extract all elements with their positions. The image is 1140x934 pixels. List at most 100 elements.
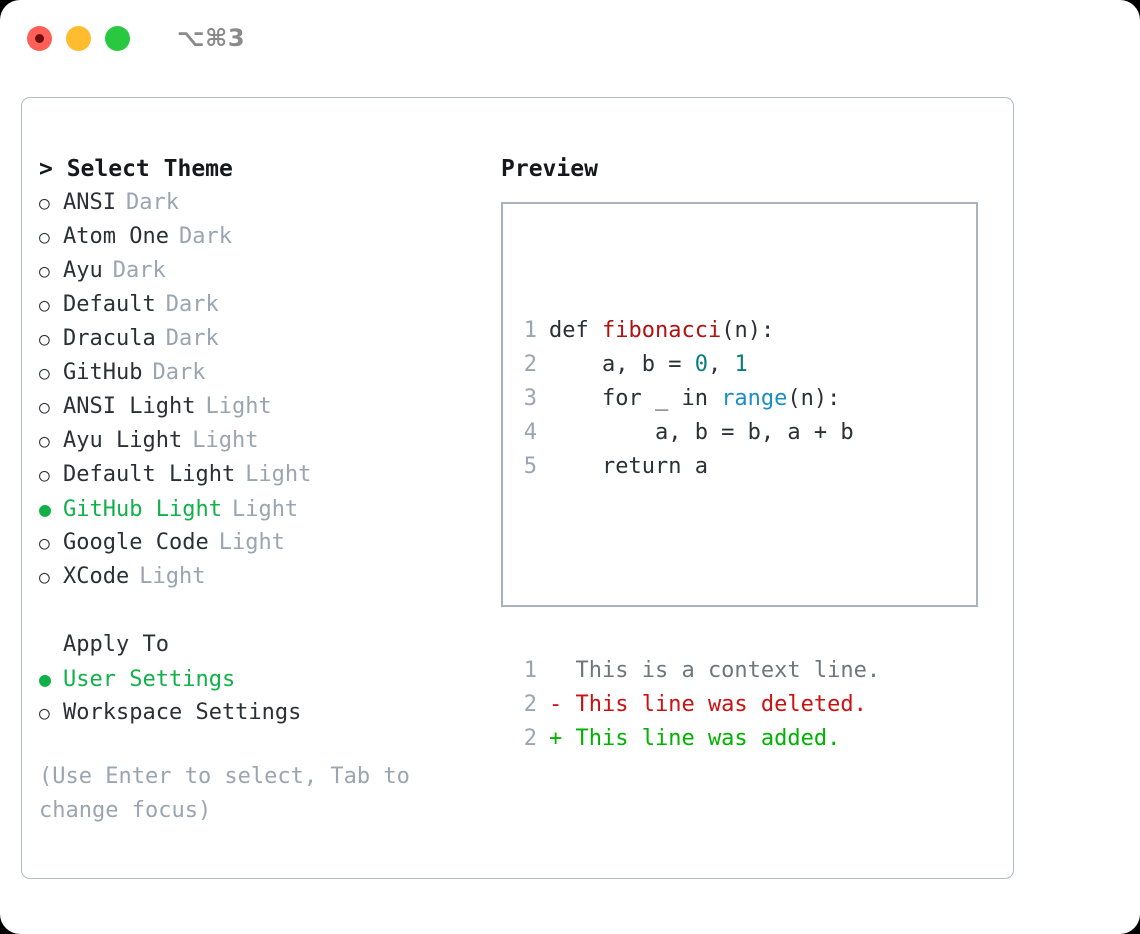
theme-variant-tag: Light [245,462,312,487]
code-token: (n): [721,318,775,343]
option-label: GitHub Light [63,497,222,522]
keyboard-shortcut-label: ⌥⌘3 [177,24,246,52]
theme-option-row[interactable]: ○ Atom One Dark [39,220,499,254]
keyboard-hint-text: (Use Enter to select, Tab to change focu… [39,764,424,823]
theme-variant-tag: Dark [165,292,219,317]
code-diff-spacer [515,552,970,586]
line-content: + This line was added. [549,722,840,756]
code-token: a, b = [549,352,695,377]
theme-variant-tag: Light [139,564,206,589]
theme-option-row[interactable]: ○ Default Light Light [39,458,499,492]
option-label: ANSI Light [63,394,196,419]
option-label: Ayu [63,258,103,283]
theme-option-row[interactable]: ○ Ayu Light Light [39,424,499,458]
radio-unselected-icon: ○ [39,193,50,214]
radio-unselected-icon: ○ [39,295,50,316]
code-token: + This line was added. [549,726,841,751]
radio-unselected-icon: ○ [39,703,50,724]
line-number: 4 [523,420,537,445]
option-label: GitHub [63,360,143,385]
radio-unselected-icon: ○ [39,567,50,588]
theme-variant-tag: Light [231,497,299,522]
option-label: Default Light [63,462,236,487]
line-number: 2 [523,692,537,717]
theme-option-row[interactable]: ● GitHub Light Light [39,492,499,526]
radio-unselected-icon: ○ [39,465,50,486]
code-line: 5 return a [515,450,970,484]
radio-unselected-icon: ○ [39,533,50,554]
option-label: Ayu Light [63,428,183,453]
page-title: > Select Theme [39,156,233,182]
code-token: range [721,386,788,411]
option-label: User Settings [63,667,236,692]
apply-to-title: Apply To [63,632,169,657]
diff-line: 2 - This line was deleted. [515,688,970,722]
option-label: Google Code [63,530,209,555]
option-label: Atom One [63,224,169,249]
option-label: XCode [63,564,130,589]
line-content: a, b = 0, 1 [549,348,748,382]
diff-line: 1 This is a context line. [515,654,970,688]
radio-selected-icon: ● [39,667,52,691]
radio-unselected-icon: ○ [39,397,50,418]
code-token: 1 [734,352,748,377]
line-content: - This line was deleted. [549,688,867,722]
line-number: 5 [523,454,537,479]
line-content: for _ in range(n): [549,382,840,416]
code-token: , [707,352,735,377]
theme-variant-tag: Light [205,394,272,419]
theme-option-row[interactable]: ○ Google Code Light [39,526,499,560]
theme-variant-tag: Light [218,530,285,555]
option-label: ANSI [63,190,116,215]
theme-option-row[interactable]: ○ Ayu Dark [39,254,499,288]
theme-option-row[interactable]: ○ XCode Light [39,560,499,594]
theme-option-row[interactable]: ○ ANSI Light Light [39,390,499,424]
theme-variant-tag: Dark [152,360,206,385]
preview-title: Preview [501,156,598,182]
theme-variant-tag: Dark [178,224,232,249]
diff-line: 2 + This line was added. [515,722,970,756]
line-content: def fibonacci(n): [549,314,774,348]
radio-unselected-icon: ○ [39,431,50,452]
theme-variant-tag: Light [192,428,259,453]
option-label: Dracula [63,326,156,351]
code-token: return a [549,454,708,479]
code-token: (n): [787,386,841,411]
minimize-window-icon[interactable] [66,25,91,51]
close-window-icon[interactable] [27,25,52,51]
line-number: 2 [523,352,537,377]
line-number: 1 [523,658,537,683]
line-content: a, b = b, a + b [549,416,854,450]
maximize-window-icon[interactable] [105,25,130,51]
theme-variant-tag: Dark [165,326,219,351]
line-number: 2 [523,726,537,751]
code-token: - This line was deleted. [549,692,867,717]
code-token: This is a context line. [549,658,881,683]
code-line: 4 a, b = b, a + b [515,416,970,450]
apply-to-option-row[interactable]: ○Workspace Settings [39,696,499,730]
code-token: a, b = b, a + b [549,420,854,445]
radio-selected-icon: ● [39,497,52,521]
radio-unselected-icon: ○ [39,261,50,282]
theme-variant-tag: Dark [112,258,166,283]
code-line: 2 a, b = 0, 1 [515,348,970,382]
apply-to-option-row[interactable]: ● User Settings [39,662,499,696]
code-token: 0 [694,352,708,377]
line-number: 3 [523,386,537,411]
code-token: for _ in [549,386,722,411]
section-spacer [39,594,499,628]
apply-to-option-list: ● User Settings ○Workspace Settings [39,662,499,730]
radio-unselected-icon: ○ [39,227,50,248]
